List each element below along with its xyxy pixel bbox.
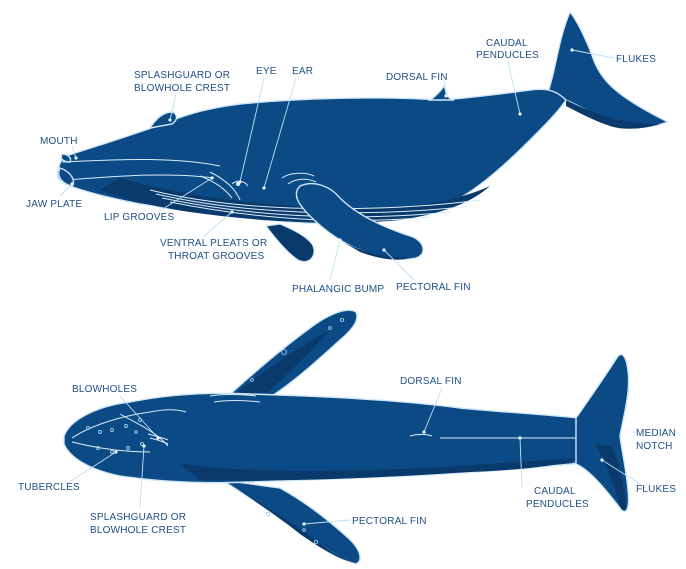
label-mouth: MOUTH (40, 136, 78, 147)
label-caudal-top-2: PENDUCLES (526, 499, 589, 510)
side-dorsal-fin (430, 86, 454, 100)
label-pectoral-fin-top: PECTORAL FIN (352, 516, 427, 527)
label-flukes-side: FLUKES (616, 54, 656, 65)
label-pectoral-fin-side: PECTORAL FIN (396, 282, 471, 293)
label-median-notch-1: MEDIAN (636, 428, 676, 439)
label-eye: EYE (256, 66, 277, 77)
label-phalangic-bump: PHALANGIC BUMP (292, 284, 384, 295)
label-dorsal-fin-top: DORSAL FIN (400, 376, 462, 387)
label-caudal-top-1: CAUDAL (534, 486, 576, 497)
label-median-notch-2: NOTCH (636, 441, 673, 452)
label-lip-grooves: LIP GROOVES (104, 212, 175, 223)
label-jaw-plate: JAW PLATE (26, 199, 82, 210)
side-flukes (548, 12, 668, 128)
label-ventral-pleats-2: THROAT GROOVES (168, 251, 264, 262)
side-view-whale (57, 12, 668, 262)
label-caudal-side-1: CAUDAL (486, 38, 528, 49)
label-dorsal-fin-side: DORSAL FIN (386, 72, 448, 83)
label-splashguard-side-1: SPLASHGUARD OR (134, 70, 230, 81)
label-ventral-pleats-1: VENTRAL PLEATS OR (160, 238, 267, 249)
label-caudal-side-2: PENDUCLES (476, 50, 539, 61)
label-ear: EAR (292, 66, 313, 77)
label-splashguard-side-2: BLOWHOLE CREST (134, 83, 230, 94)
label-splashguard-top-2: BLOWHOLE CREST (90, 525, 186, 536)
label-tubercles: TUBERCLES (18, 482, 80, 493)
label-blowholes: BLOWHOLES (72, 384, 137, 395)
label-splashguard-top-1: SPLASHGUARD OR (90, 512, 186, 523)
label-flukes-top: FLUKES (636, 484, 676, 495)
